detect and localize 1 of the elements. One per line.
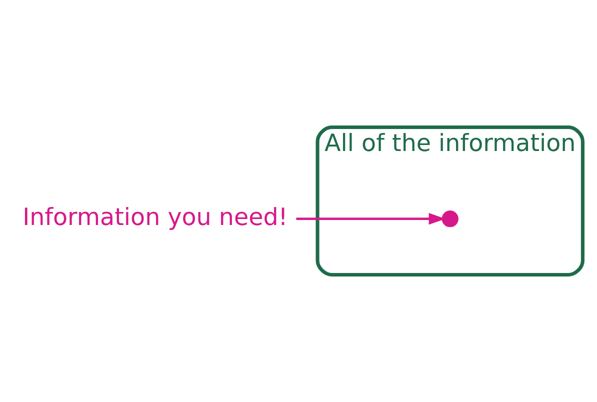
node-text: Information you need! (22, 202, 288, 231)
